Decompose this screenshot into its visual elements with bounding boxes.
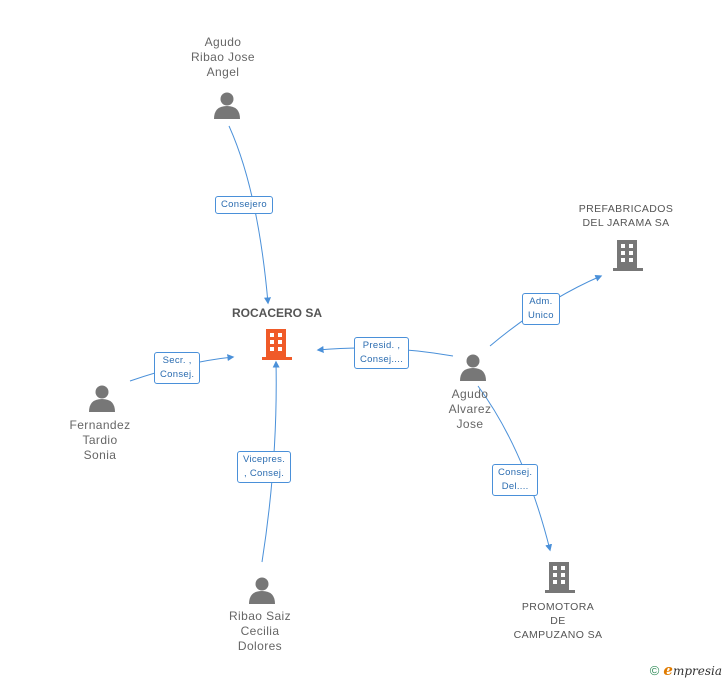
company-label-prefabricados[interactable]: PREFABRICADOS DEL JARAMA SA bbox=[578, 203, 674, 229]
building-icon[interactable] bbox=[612, 238, 644, 272]
relation-label-adm[interactable]: Adm. Unico bbox=[522, 293, 560, 325]
person-icon[interactable] bbox=[212, 90, 242, 120]
person-label-agudo-alvarez[interactable]: Agudo Alvarez Jose bbox=[448, 387, 492, 431]
person-icon[interactable] bbox=[247, 575, 277, 605]
building-icon[interactable] bbox=[544, 560, 576, 594]
relation-label-secr[interactable]: Secr. , Consej. bbox=[154, 352, 201, 384]
relation-label-consejero[interactable]: Consejero bbox=[215, 196, 274, 214]
edge-agudo-alvarez-to-promotora bbox=[477, 385, 553, 552]
edge-agudo-ribao-to-rocacero bbox=[228, 125, 271, 305]
company-label-promotora[interactable]: PROMOTORA DE CAMPUZANO SA bbox=[513, 601, 603, 641]
building-icon[interactable] bbox=[261, 327, 293, 361]
relation-label-presid[interactable]: Presid. , Consej.... bbox=[354, 337, 410, 369]
relation-label-vicepres[interactable]: Vicepres. , Consej. bbox=[237, 451, 292, 483]
empresia-logo: empresia bbox=[663, 661, 722, 679]
center-company-name: ROCACERO SA bbox=[232, 306, 323, 320]
person-icon[interactable] bbox=[458, 352, 488, 382]
person-label-agudo-ribao[interactable]: Agudo Ribao Jose Angel bbox=[190, 35, 256, 79]
copyright-symbol: © bbox=[649, 663, 660, 678]
footer-brand: ©empresia bbox=[650, 661, 722, 679]
person-label-fernandez-tardio[interactable]: Fernandez Tardio Sonia bbox=[69, 418, 131, 462]
relation-label-consej-del[interactable]: Consej. Del.... bbox=[492, 464, 539, 496]
person-icon[interactable] bbox=[87, 383, 117, 413]
person-label-ribao-saiz[interactable]: Ribao Saiz Cecilia Dolores bbox=[228, 609, 292, 653]
